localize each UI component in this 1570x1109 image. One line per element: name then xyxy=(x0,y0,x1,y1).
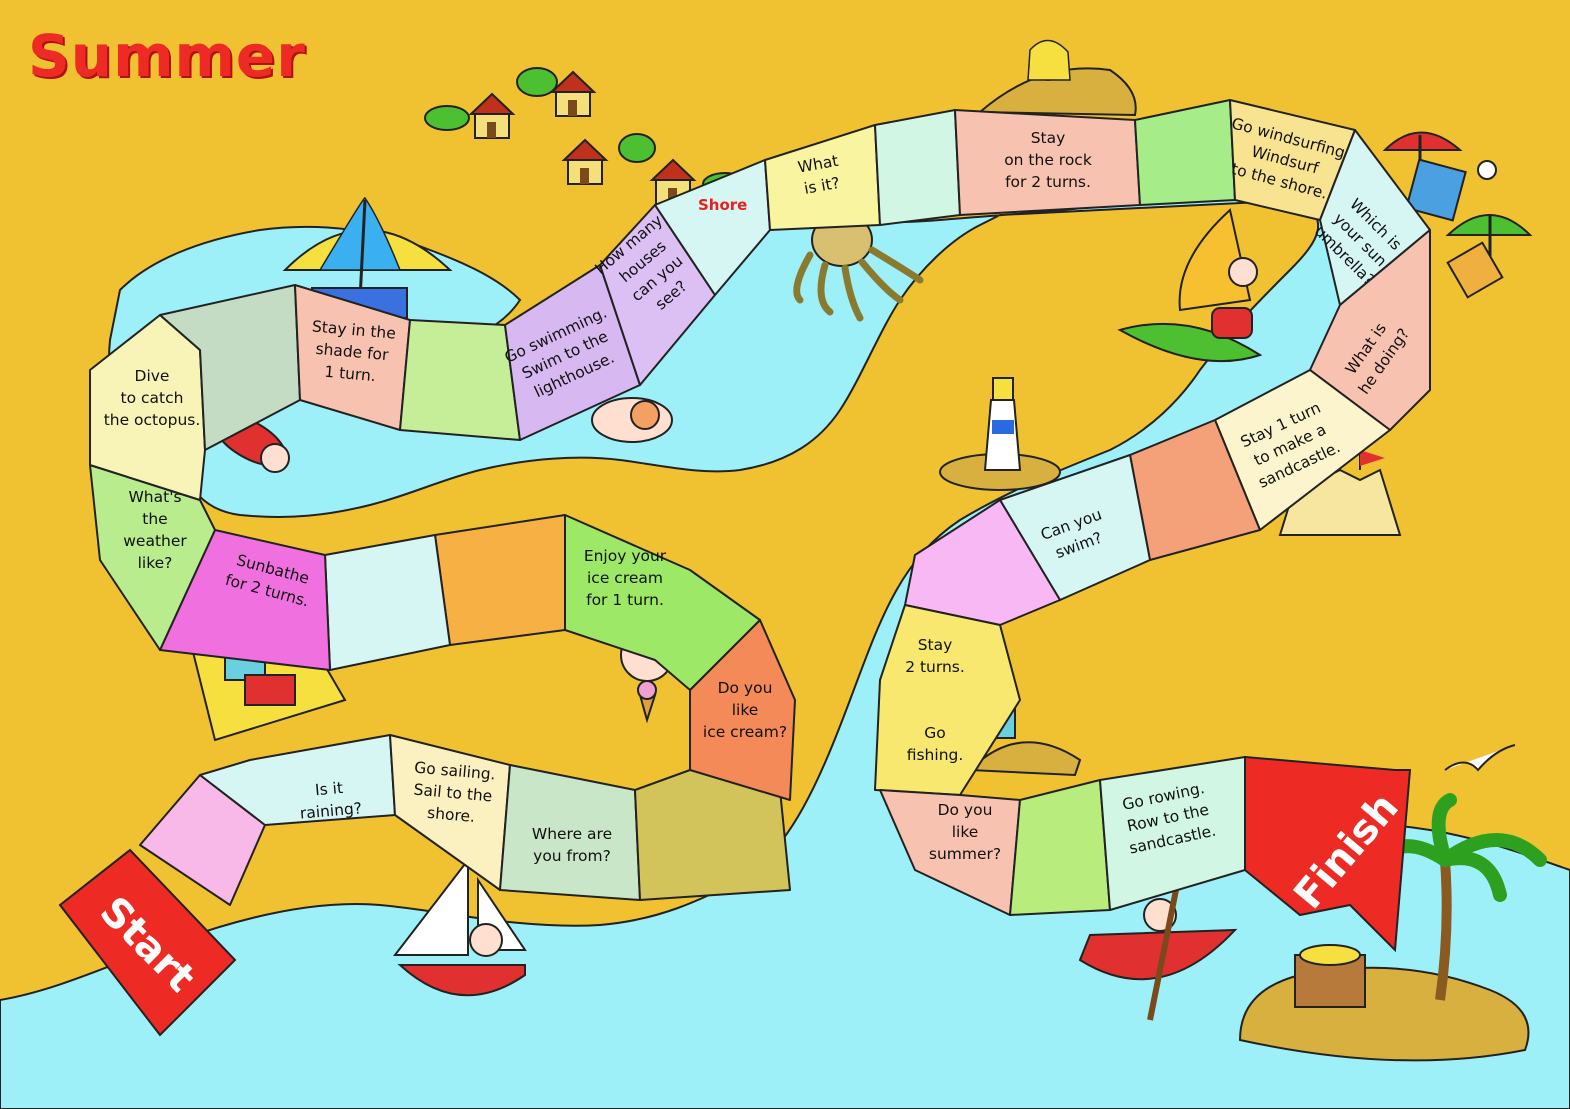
mermaid-icon xyxy=(977,39,1137,117)
square-text: Stay 2 turns. Go fishing. xyxy=(905,636,965,764)
board-square[interactable] xyxy=(874,109,961,226)
square-fill xyxy=(874,109,961,226)
square-text-line: you from? xyxy=(533,847,611,865)
square-text-line: ice cream xyxy=(587,569,663,587)
seagull-icon xyxy=(1444,744,1516,772)
board-square[interactable]: Go rowing.Row to thesandcastle. xyxy=(1099,756,1246,911)
square-fill xyxy=(324,534,451,671)
square-text-line: fishing. xyxy=(907,746,964,764)
square-fill xyxy=(159,284,301,451)
board-square[interactable]: Where are you from? xyxy=(499,764,641,901)
board-square[interactable]: Stay in theshade for1 turn. xyxy=(294,284,411,431)
square-text: Where are you from? xyxy=(532,825,612,865)
square-text-line: Stay xyxy=(918,636,953,654)
board-square[interactable]: Stay on the rock for 2 turns. xyxy=(954,109,1141,216)
square-text-line: is it? xyxy=(803,174,842,198)
board-square[interactable]: Go windsurfing.Windsurfto the shore. xyxy=(1218,99,1356,221)
square-text-line: to catch xyxy=(121,389,184,407)
finish-arrow[interactable]: Finish xyxy=(1244,755,1412,953)
house-icons xyxy=(468,70,697,205)
board-square[interactable] xyxy=(1009,779,1111,916)
tree-icons xyxy=(424,67,748,196)
square-text-line: like xyxy=(732,701,759,719)
board-square[interactable] xyxy=(324,534,451,671)
square-fill xyxy=(634,769,791,901)
board-square[interactable] xyxy=(634,769,791,901)
square-text-line: Do you xyxy=(718,679,773,697)
windsurfer-icon xyxy=(1117,208,1263,363)
board-square[interactable] xyxy=(434,514,566,646)
square-text: Whatis it? xyxy=(796,152,843,198)
square-text: Enjoy your ice cream for 1 turn. xyxy=(584,547,667,609)
square-text-line: 2 turns. xyxy=(905,658,965,676)
square-text-line: Do you xyxy=(938,801,993,819)
square-text: Is itraining? xyxy=(297,777,362,822)
square-text-line: Stay xyxy=(1031,129,1066,147)
board-square[interactable]: Stay 1 turnto make asandcastle. xyxy=(1214,369,1391,531)
square-text-line: Enjoy your xyxy=(584,547,667,565)
sailboat-icon xyxy=(392,837,527,997)
lighthouse-icon xyxy=(939,377,1061,491)
square-text-line: What's xyxy=(128,488,181,506)
square-fill xyxy=(434,514,566,646)
square-text-line: like? xyxy=(138,554,173,572)
board-square[interactable]: What's the weather like? xyxy=(89,464,216,651)
square-text-line: Go xyxy=(924,724,946,742)
square-text-line: raining? xyxy=(299,799,363,822)
page-title: Summer xyxy=(28,22,306,90)
square-text-line: on the rock xyxy=(1004,151,1092,169)
square-text-line: for 2 turns. xyxy=(1005,173,1091,191)
square-text-line: Dive xyxy=(135,367,170,385)
beach-umbrella-icon xyxy=(282,197,453,319)
sun-umbrellas-icon xyxy=(1382,131,1533,299)
swimmer-icon xyxy=(591,397,673,443)
square-text: What's the weather like? xyxy=(123,488,187,572)
square-text-line: like xyxy=(952,823,979,841)
square-text-line: weather xyxy=(123,532,187,550)
square-text-line: the xyxy=(142,510,167,528)
square-fill xyxy=(399,319,521,441)
board-square[interactable]: How manyhousescan yousee? xyxy=(591,204,716,386)
square-text-line: Where are xyxy=(532,825,612,843)
square-text-line: for 1 turn. xyxy=(586,591,664,609)
board-square[interactable]: Sunbathefor 2 turns. xyxy=(159,529,331,671)
board-square[interactable] xyxy=(159,284,301,451)
board-square[interactable]: Can youswim? xyxy=(999,454,1151,601)
square-text-line: summer? xyxy=(929,845,1001,863)
square-text-line: Is it xyxy=(314,779,343,799)
board-square[interactable]: Dive to catch the octopus. xyxy=(89,314,206,501)
board-square[interactable]: Go sailing.Sail to theshore. xyxy=(389,734,511,891)
square-text: Do you like ice cream? xyxy=(703,679,787,741)
square-text: Stay on the rock for 2 turns. xyxy=(1004,129,1092,191)
board-square[interactable] xyxy=(399,319,521,441)
square-text: Which isyour sunumbrella? xyxy=(1311,191,1409,289)
board-square[interactable]: What ishe doing? xyxy=(1309,229,1431,431)
square-text-line: ice cream? xyxy=(703,723,787,741)
board-square[interactable]: Which isyour sunumbrella? xyxy=(1311,129,1431,306)
board-square[interactable]: Stay 2 turns. Go fishing. xyxy=(874,604,1021,796)
square-text: Dive to catch the octopus. xyxy=(104,367,201,429)
shore-label: Shore xyxy=(698,196,748,214)
treasure-island-icon xyxy=(1238,793,1547,1062)
track: Is itraining? Go sailing.Sail to theshore… xyxy=(89,99,1431,916)
square-text-line: 1 turn. xyxy=(324,363,377,385)
square-text-line: shore. xyxy=(426,804,475,826)
square-fill xyxy=(1009,779,1111,916)
rowing-boat-icon xyxy=(1078,869,1238,1021)
square-text-line: the octopus. xyxy=(104,411,201,429)
square-text: Do you like summer? xyxy=(929,801,1001,863)
board-square[interactable]: Do you like summer? xyxy=(879,789,1021,916)
